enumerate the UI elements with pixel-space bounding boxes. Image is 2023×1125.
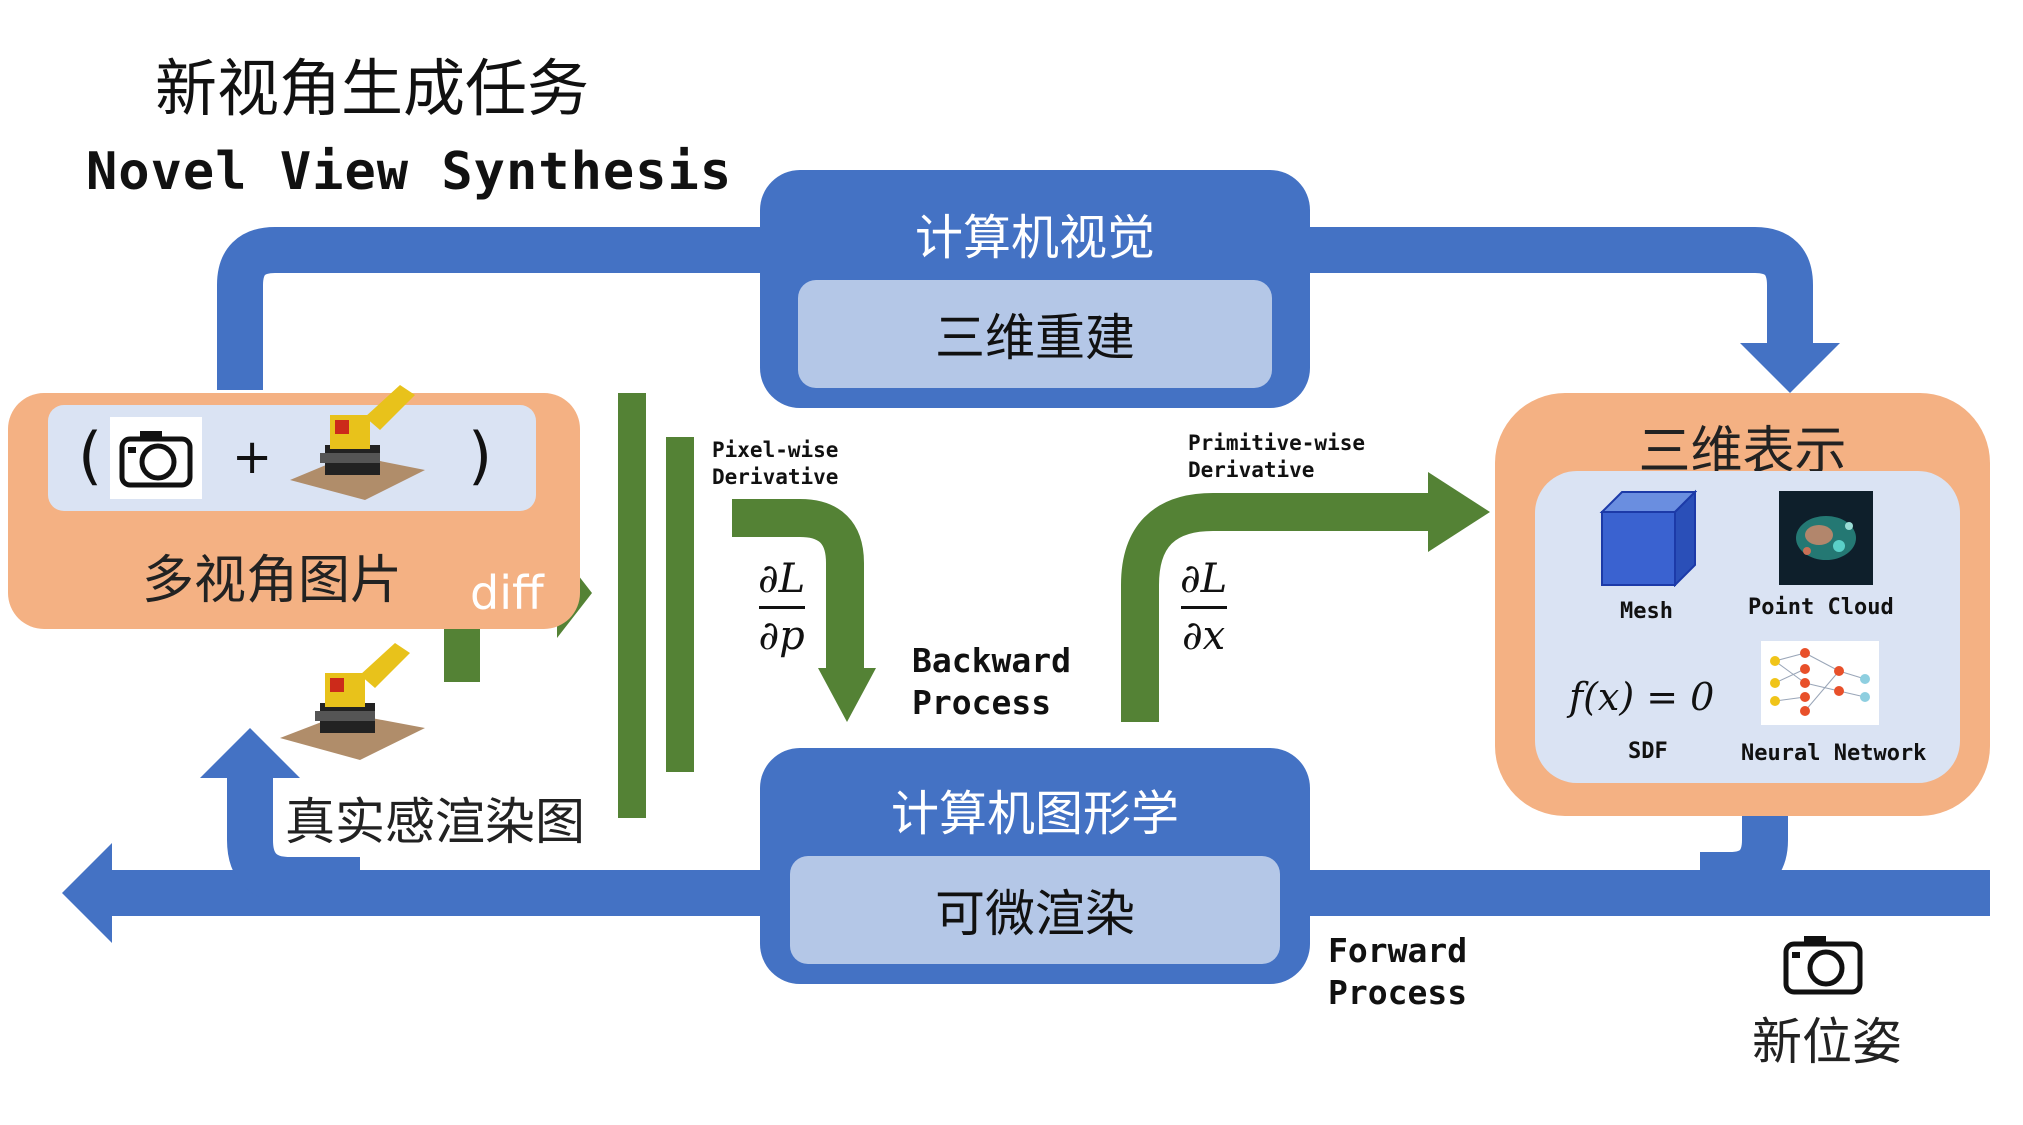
- forward-arrowhead: [62, 843, 112, 943]
- backward-process-label: Backward Process: [912, 640, 1071, 724]
- plus-sign: +: [232, 429, 273, 485]
- top-pipe-arrowhead: [1740, 343, 1840, 393]
- forward-process-label: Forward Process: [1328, 930, 1467, 1014]
- render-up-arrowhead: [200, 728, 300, 778]
- 3d-representation-inner: Mesh Point Cloud f(x) = 0 SDF: [1535, 471, 1960, 783]
- point-cloud-label: Point Cloud: [1748, 595, 1894, 620]
- forward-line1: Forward: [1328, 931, 1468, 970]
- pixel-arrow: [732, 499, 864, 670]
- lego-bulldozer-image: [280, 375, 430, 515]
- close-paren: ): [468, 419, 493, 492]
- open-paren: (: [78, 419, 103, 492]
- sdf-formula: f(x) = 0: [1569, 675, 1715, 719]
- title-chinese: 新视角生成任务: [155, 52, 590, 125]
- derivative-l-p-numerator: ∂L: [758, 556, 806, 602]
- forward-line2: Process: [1328, 973, 1468, 1012]
- cube-mesh-icon: [1597, 487, 1698, 588]
- primitive-arrowhead: [1428, 472, 1490, 552]
- primitive-wise-line2: Derivative: [1188, 458, 1315, 482]
- derivative-l-x: ∂L ∂x: [1180, 556, 1227, 659]
- differentiable-rendering-box: 可微渲染: [790, 856, 1280, 964]
- neural-network-icon: [1761, 641, 1879, 725]
- diff-label: diff: [470, 566, 544, 620]
- primitive-wise-line1: Primitive-wise: [1188, 431, 1366, 455]
- multiview-inner-box: ( + ): [48, 385, 536, 511]
- point-cloud-image: [1779, 491, 1873, 585]
- computer-graphics-box: 计算机图形学 可微渲染: [760, 748, 1310, 984]
- pixel-wise-label: Pixel-wise Derivative: [712, 437, 838, 491]
- rep-to-forward-pipe: [1700, 800, 1788, 898]
- neural-network-label: Neural Network: [1741, 741, 1927, 766]
- computer-graphics-header: 计算机图形学: [890, 786, 1179, 842]
- green-bar-2: [666, 437, 694, 772]
- derivative-l-x-numerator: ∂L: [1180, 556, 1228, 602]
- backward-line1: Backward: [912, 641, 1071, 680]
- pixel-arrowhead: [818, 668, 876, 722]
- primitive-wise-label: Primitive-wise Derivative: [1188, 430, 1365, 484]
- sdf-label: SDF: [1628, 739, 1668, 764]
- fraction-bar: [1180, 606, 1227, 609]
- 3d-reconstruction-box: 三维重建: [798, 280, 1272, 388]
- pixel-wise-line1: Pixel-wise: [712, 438, 839, 462]
- pixel-wise-line2: Derivative: [712, 465, 839, 489]
- computer-vision-header: 计算机视觉: [914, 210, 1155, 266]
- realistic-render-label: 真实感渲染图: [285, 793, 585, 851]
- computer-vision-box: 计算机视觉 三维重建: [760, 170, 1310, 408]
- new-pose-label: 新位姿: [1752, 1013, 1902, 1071]
- derivative-l-x-denominator: ∂x: [1182, 613, 1226, 659]
- title-english: Novel View Synthesis: [86, 142, 733, 202]
- green-bar-1: [618, 393, 646, 818]
- new-pose-camera-icon: [1780, 928, 1866, 998]
- backward-line2: Process: [912, 683, 1052, 722]
- primitive-arrow: [1121, 493, 1430, 722]
- mesh-label: Mesh: [1620, 599, 1673, 624]
- render-up-pipe: [227, 775, 360, 903]
- multiview-label: 多视角图片: [142, 551, 403, 611]
- fraction-bar: [758, 606, 805, 609]
- derivative-l-p: ∂L ∂p: [758, 556, 805, 659]
- lego-render-image: [270, 628, 430, 768]
- multiview-images-box: ( + ) 多视角图片: [8, 385, 580, 629]
- camera-icon: [110, 417, 202, 499]
- 3d-representation-box: 三维表示 Mesh Point Cloud f(x) = 0 SDF: [1495, 393, 1990, 816]
- derivative-l-p-denominator: ∂p: [758, 613, 805, 659]
